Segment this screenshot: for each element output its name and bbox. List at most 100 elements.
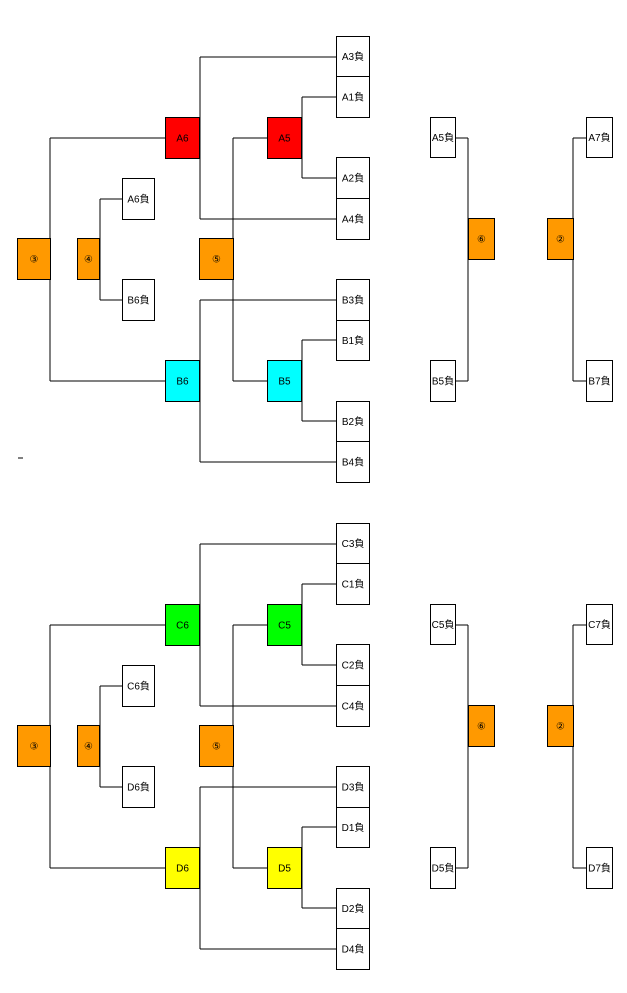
entry-lower-3: D3負 [336, 766, 370, 808]
winner-lower-5-label: D5 [278, 864, 291, 875]
entry-upper-1-label: A1負 [342, 92, 364, 104]
entry-lower-4-label: B4負 [342, 457, 364, 469]
entry-upper-3-box [336, 523, 370, 564]
round-5-label: ⑤ [199, 725, 234, 767]
entry-lower-5-loss-label: B5負 [432, 376, 454, 388]
round-4-label-label: ④ [84, 255, 93, 266]
winner-lower-6: D6 [165, 847, 200, 889]
round-2-label-label: ② [556, 235, 565, 246]
winner-upper-5-label: A5 [278, 134, 291, 145]
entry-lower-3: B3負 [336, 279, 370, 321]
entry-upper-4-label: C4負 [342, 701, 365, 713]
entry-lower-1-label: B1負 [342, 335, 364, 347]
entry-lower-6-loss: D6負 [122, 766, 155, 808]
round-5-label-box [199, 238, 234, 280]
entry-upper-3-label: A3負 [342, 51, 364, 63]
entry-lower-5-loss-box [430, 847, 456, 889]
winner-lower-6-label: B6 [176, 377, 189, 388]
entry-lower-5-loss: B5負 [430, 360, 456, 402]
entry-upper-5-loss-box [430, 604, 456, 645]
round-2-label: ② [547, 218, 574, 260]
entry-lower-6-loss: B6負 [122, 279, 155, 321]
entry-lower-2-label: D2負 [342, 903, 365, 915]
round-3-label-label: ③ [30, 255, 39, 266]
entry-lower-3-label: B3負 [342, 295, 364, 307]
entry-lower-7-loss-label: D7負 [588, 863, 611, 875]
winner-upper-6-box [165, 604, 200, 646]
entry-lower-7-loss-box [586, 847, 613, 889]
winner-upper-6-label: A6 [176, 134, 189, 145]
winner-lower-5-box [267, 847, 302, 889]
entry-upper-5-loss-label: C5負 [432, 619, 455, 631]
winner-lower-6-box [165, 360, 200, 402]
round-4-label-box [77, 238, 100, 280]
entry-upper-1-label: C1負 [342, 579, 365, 591]
round-6-label-label: ⑥ [477, 722, 486, 733]
round-6-label: ⑥ [468, 705, 495, 747]
entry-upper-7-loss-label: A7負 [588, 132, 610, 144]
entry-lower-7-loss-label: B7負 [588, 376, 610, 388]
round-3-label-label: ③ [30, 742, 39, 753]
entry-upper-7-loss: A7負 [586, 117, 613, 158]
round-3-label: ③ [17, 725, 51, 767]
entry-lower-3-box [336, 279, 370, 321]
entry-lower-4: B4負 [336, 441, 370, 483]
entry-lower-7-loss-box [586, 360, 613, 402]
entry-lower-6-loss-label: D6負 [127, 782, 150, 794]
round-4-label-label: ④ [84, 742, 93, 753]
winner-upper-5-box [267, 604, 302, 646]
round-6-label: ⑥ [468, 218, 495, 260]
round-5-label-label: ⑤ [212, 255, 221, 266]
entry-lower-3-box [336, 766, 370, 808]
entry-upper-7-loss: C7負 [586, 604, 613, 645]
entry-lower-4: D4負 [336, 928, 370, 970]
winner-lower-5-label: B5 [278, 377, 291, 388]
round-2-label: ② [547, 705, 574, 747]
entry-upper-6-loss-box [122, 178, 155, 220]
round-5-label-label: ⑤ [212, 742, 221, 753]
entry-lower-5-loss-label: D5負 [432, 863, 455, 875]
entry-lower-7-loss: D7負 [586, 847, 613, 889]
entry-upper-6-loss: C6負 [122, 665, 155, 707]
round-3-label-box [17, 238, 51, 280]
entry-lower-5-loss-box [430, 360, 456, 402]
winner-upper-5: C5 [267, 604, 302, 646]
entry-lower-1: B1負 [336, 320, 370, 361]
entry-lower-2: B2負 [336, 401, 370, 442]
winner-upper-5-label: C5 [278, 621, 291, 632]
entry-lower-3-label: D3負 [342, 782, 365, 794]
entry-upper-4-box [336, 198, 370, 240]
round-6-label-box [468, 705, 495, 747]
entry-upper-3-label: C3負 [342, 538, 365, 550]
entry-lower-2-box [336, 888, 370, 929]
entry-upper-6-loss: A6負 [122, 178, 155, 220]
winner-upper-6: C6 [165, 604, 200, 646]
round-4-label-box [77, 725, 100, 767]
entry-lower-1-box [336, 320, 370, 361]
winner-lower-6-label: D6 [176, 864, 189, 875]
entry-upper-7-loss-box [586, 117, 613, 158]
entry-lower-6-loss-label: B6負 [127, 295, 149, 307]
round-6-label-box [468, 218, 495, 260]
entry-upper-2: A2負 [336, 157, 370, 199]
entry-upper-4: A4負 [336, 198, 370, 240]
entry-upper-6-loss-label: A6負 [127, 194, 149, 206]
winner-upper-5: A5 [267, 117, 302, 159]
entry-lower-4-box [336, 441, 370, 483]
winner-lower-6-box [165, 847, 200, 889]
entry-upper-5-loss-label: A5負 [432, 132, 454, 144]
winner-lower-5: B5 [267, 360, 302, 402]
round-5-label-box [199, 725, 234, 767]
entry-lower-7-loss: B7負 [586, 360, 613, 402]
entry-lower-1: D1負 [336, 807, 370, 848]
entry-upper-1-box [336, 563, 370, 605]
entry-lower-2-label: B2負 [342, 416, 364, 428]
entry-upper-2-label: C2負 [342, 660, 365, 672]
round-5-label: ⑤ [199, 238, 234, 280]
winner-lower-6: B6 [165, 360, 200, 402]
winner-upper-6-label: C6 [176, 621, 189, 632]
entry-upper-7-loss-box [586, 604, 613, 645]
entry-upper-6-loss-box [122, 665, 155, 707]
